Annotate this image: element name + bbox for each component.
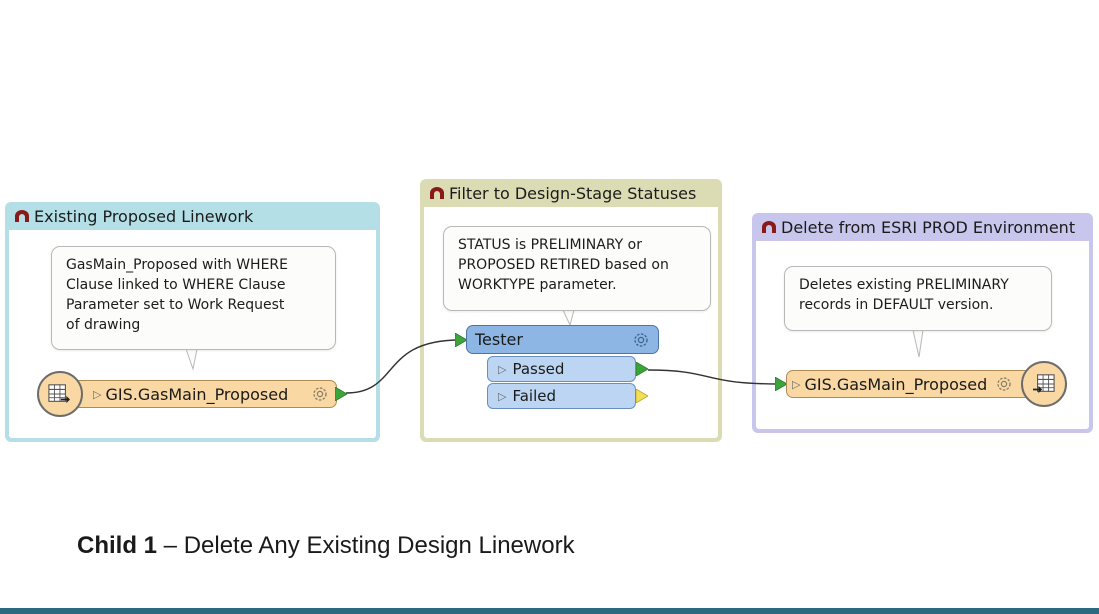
feature-type-label: GIS.GasMain_Proposed: [804, 374, 988, 394]
expand-triangle-icon[interactable]: ▷: [498, 362, 507, 376]
bookmark-icon: [15, 210, 29, 222]
reader-dataset-circle[interactable]: [37, 371, 83, 417]
bookmark-header: Existing Proposed Linework: [5, 202, 380, 230]
bookmark-icon: [430, 187, 444, 199]
caption-bold: Child 1: [77, 532, 158, 559]
bookmark-header: Filter to Design-Stage Statuses: [420, 179, 722, 207]
transformer-name: Tester: [475, 330, 523, 349]
note-line: GasMain_Proposed with WHERE: [66, 257, 288, 273]
bookmark-icon: [762, 221, 776, 233]
failed-port-arrow-icon[interactable]: [636, 389, 648, 403]
bottom-rule: [0, 608, 1099, 614]
note-line: Parameter set to Work Request: [66, 297, 285, 313]
bookmark-title: Delete from ESRI PROD Environment: [781, 217, 1076, 237]
note-line: Deletes existing PRELIMINARY: [799, 277, 1009, 293]
note-line: of drawing: [66, 317, 141, 333]
gear-icon[interactable]: [310, 384, 330, 404]
note-line: records in DEFAULT version.: [799, 297, 994, 313]
output-port-failed[interactable]: ▷ Failed: [487, 383, 636, 409]
expand-triangle-icon[interactable]: ▷: [498, 389, 507, 403]
writer-feature-type[interactable]: ▷ GIS.GasMain_Proposed: [786, 370, 1041, 398]
figure-caption: Child 1 – Delete Any Existing Design Lin…: [77, 532, 575, 560]
output-port-passed[interactable]: ▷ Passed: [487, 356, 636, 382]
tester-transformer[interactable]: Tester: [466, 325, 659, 354]
port-label: Failed: [512, 387, 556, 405]
annotation-note: GasMain_Proposed with WHERE Clause linke…: [51, 246, 336, 350]
passed-port-arrow-icon[interactable]: [636, 362, 648, 376]
gear-icon[interactable]: [994, 374, 1014, 394]
caption-text: – Delete Any Existing Design Linework: [157, 532, 575, 559]
input-port-arrow-icon[interactable]: [455, 333, 467, 347]
bookmark-title: Existing Proposed Linework: [34, 206, 254, 226]
input-port-arrow-icon[interactable]: [775, 377, 787, 391]
reader-feature-type[interactable]: ▷ GIS.GasMain_Proposed: [68, 380, 337, 408]
expand-triangle-icon[interactable]: ▷: [792, 377, 801, 391]
note-line: PROPOSED RETIRED based on: [458, 257, 669, 273]
expand-triangle-icon[interactable]: ▷: [93, 387, 102, 401]
annotation-note: STATUS is PRELIMINARY or PROPOSED RETIRE…: [443, 226, 711, 311]
note-line: WORKTYPE parameter.: [458, 277, 617, 293]
bookmark-header: Delete from ESRI PROD Environment: [752, 213, 1093, 241]
port-label: Passed: [512, 360, 565, 378]
writer-dataset-circle[interactable]: [1021, 361, 1067, 407]
gear-icon[interactable]: [631, 330, 651, 350]
feature-type-label: GIS.GasMain_Proposed: [105, 384, 289, 404]
note-line: Clause linked to WHERE Clause: [66, 277, 286, 293]
note-line: STATUS is PRELIMINARY or: [458, 237, 642, 253]
annotation-note: Deletes existing PRELIMINARY records in …: [784, 266, 1052, 331]
output-port-arrow-icon[interactable]: [335, 387, 347, 401]
bookmark-title: Filter to Design-Stage Statuses: [449, 183, 697, 203]
table-icon: [1033, 374, 1055, 394]
table-icon: [48, 384, 70, 404]
